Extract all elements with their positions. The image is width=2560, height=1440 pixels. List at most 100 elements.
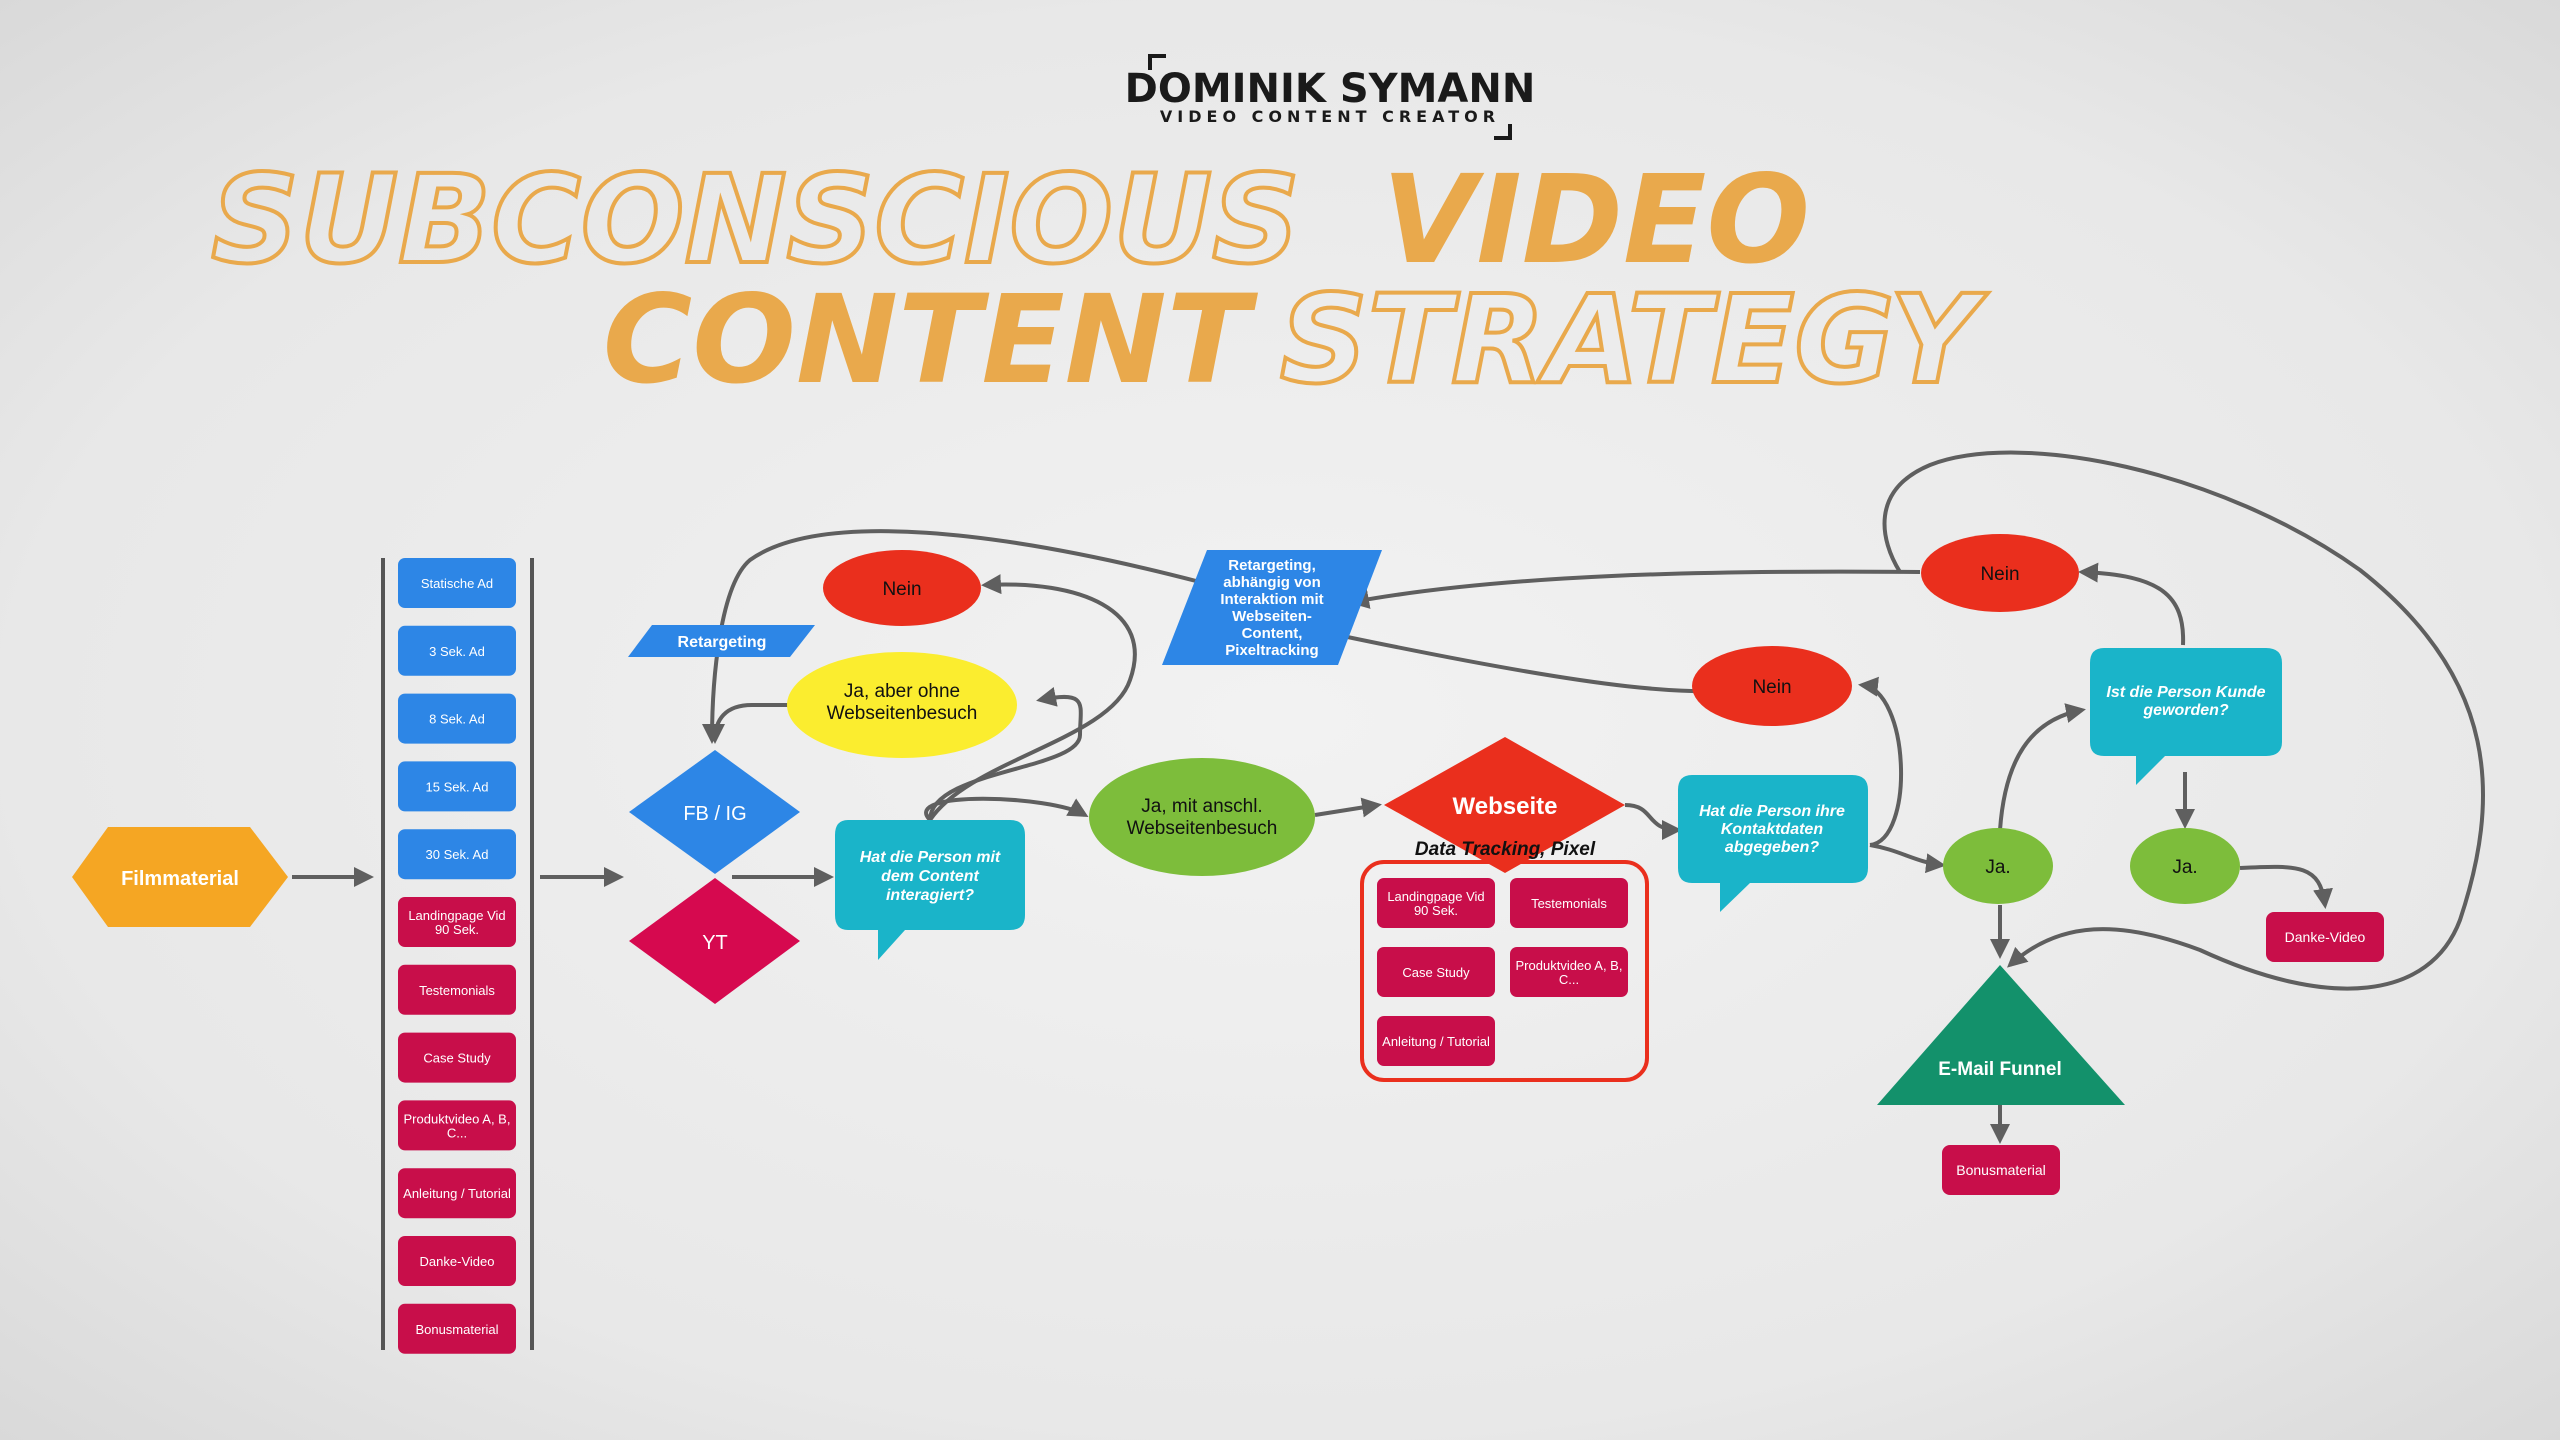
ad-item-magenta-4-label: Anleitung / Tutorial	[403, 1186, 511, 1201]
ad-item-magenta-2-shape	[398, 1032, 516, 1083]
brand-logo: DOMINIK SYMANN VIDEO CONTENT CREATOR	[1125, 54, 1535, 140]
ad-item-blue-0-label: Statische Ad	[421, 576, 493, 591]
filmmaterial-shape	[72, 827, 288, 927]
ad-item-magenta-3-label: C...	[447, 1125, 467, 1140]
webseite-item-0-label: Landingpage Vid	[1387, 889, 1484, 904]
ad-item-blue-1-shape	[398, 625, 516, 676]
ad-item-magenta-5-label: Danke-Video	[420, 1254, 495, 1269]
interagiert-question-node[interactable]: Hat die Person mit dem Content interagie…	[835, 820, 1025, 960]
data-tracking-label: Data Tracking, Pixel	[1415, 839, 1596, 860]
webseite-shape	[1384, 737, 1625, 873]
ja-ohne-line2: Webseitenbesuch	[827, 703, 978, 724]
fbig-label: FB / IG	[683, 803, 746, 825]
interagiert-shape	[835, 820, 1025, 960]
arrow-ja-to-danke	[2239, 864, 2333, 909]
title-word-subconscious: SUBCONSCIOUS	[211, 149, 1300, 291]
retargeting-big-line4: Webseiten-	[1232, 608, 1312, 625]
ad-item-blue-4[interactable]: 30 Sek. Ad	[398, 829, 516, 880]
kontaktdaten-shape	[1678, 775, 1868, 912]
webseite-item-4-shape	[1377, 1016, 1495, 1066]
ad-item-magenta-6-label: Bonusmaterial	[415, 1322, 498, 1337]
title-word-strategy: STRATEGY	[1280, 269, 1989, 411]
retargeting-big-shape	[1162, 550, 1382, 665]
ad-item-magenta-5[interactable]: Danke-Video	[398, 1236, 516, 1286]
nein-middle-node[interactable]: Nein	[1692, 646, 1852, 726]
nein-top-left-node[interactable]: Nein	[823, 550, 981, 626]
webseite-item-1[interactable]: Testemonials	[1510, 878, 1628, 928]
ad-item-blue-1[interactable]: 3 Sek. Ad	[398, 625, 516, 676]
ad-item-blue-0[interactable]: Statische Ad	[398, 558, 516, 608]
bonusmaterial-label: Bonusmaterial	[1956, 1162, 2046, 1178]
ad-item-magenta-3-shape	[398, 1100, 516, 1151]
ad-item-blue-0-shape	[398, 558, 516, 608]
retargeting-small-node[interactable]: Retargeting	[628, 625, 815, 657]
ad-item-list: Statische Ad 3 Sek. Ad 8 Sek. Ad 15 Sek. Ad…	[398, 558, 516, 1354]
ad-item-blue-3[interactable]: 15 Sek. Ad	[398, 761, 516, 812]
fbig-shape	[629, 750, 800, 874]
nein-right-node[interactable]: Nein	[1921, 534, 2079, 612]
bonusmaterial-node[interactable]: Bonusmaterial	[1942, 1145, 2060, 1195]
retargeting-big-line2: abhängig von	[1223, 574, 1321, 591]
webseite-item-0-label: 90 Sek.	[1414, 903, 1458, 918]
arrow-nein-right-to-retargeting	[1349, 569, 1921, 609]
ad-item-magenta-1[interactable]: Testemonials	[398, 964, 516, 1015]
ad-item-magenta-6[interactable]: Bonusmaterial	[398, 1303, 516, 1354]
ad-item-blue-3-shape	[398, 761, 516, 812]
ad-item-magenta-0-label: Landingpage Vid	[408, 908, 505, 923]
retargeting-big-line3: Interaktion mit	[1220, 591, 1323, 608]
ja-ohne-node[interactable]: Ja, aber ohne Webseitenbesuch	[787, 652, 1017, 758]
kontaktdaten-line3: abgegeben?	[1725, 839, 1819, 856]
yt-label: YT	[702, 932, 728, 954]
webseite-item-4[interactable]: Anleitung / Tutorial	[1377, 1016, 1495, 1066]
yt-shape	[629, 878, 800, 1004]
arrow-ja-ohne-to-fbig	[705, 703, 790, 744]
connectors	[292, 450, 2485, 1144]
ja-kontakt-label: Ja.	[1985, 857, 2010, 878]
email-funnel-node[interactable]: E-Mail Funnel	[1877, 965, 2125, 1105]
interagiert-line3: interagiert?	[886, 887, 974, 904]
webseite-item-0-shape	[1377, 878, 1495, 928]
arrow-kunde-to-nein	[2078, 562, 2186, 646]
ad-item-magenta-4[interactable]: Anleitung / Tutorial	[398, 1168, 516, 1219]
ad-item-blue-4-label: 30 Sek. Ad	[426, 847, 489, 862]
webseite-item-3[interactable]: Produktvideo A, B,C...	[1510, 947, 1628, 997]
interagiert-line2: dem Content	[881, 868, 979, 885]
retargeting-small-shape	[628, 625, 815, 657]
nein-right-label: Nein	[1980, 564, 2019, 585]
ja-kontakt-shape	[1943, 828, 2053, 904]
webseite-node[interactable]: Webseite	[1384, 737, 1625, 873]
filmmaterial-node[interactable]: Filmmaterial	[72, 827, 288, 927]
kunde-question-node[interactable]: Ist die Person Kunde geworden?	[2090, 648, 2282, 785]
ja-ohne-line1: Ja, aber ohne	[844, 681, 960, 702]
yt-node[interactable]: YT	[629, 878, 800, 1004]
danke-video-node[interactable]: Danke-Video	[2266, 912, 2384, 962]
webseite-item-4-label: Anleitung / Tutorial	[1382, 1034, 1490, 1049]
ad-item-magenta-5-shape	[398, 1236, 516, 1286]
ja-mit-line2: Webseitenbesuch	[1127, 818, 1278, 839]
retargeting-big-line5: Content,	[1242, 625, 1303, 642]
kontaktdaten-question-node[interactable]: Hat die Person ihre Kontaktdaten abgegeb…	[1678, 775, 1868, 912]
title-word-video: VIDEO	[1382, 149, 1810, 291]
ad-item-magenta-2[interactable]: Case Study	[398, 1032, 516, 1083]
webseite-item-2[interactable]: Case Study	[1377, 947, 1495, 997]
ja-mit-node[interactable]: Ja, mit anschl. Webseitenbesuch	[1089, 758, 1315, 876]
ad-item-blue-2[interactable]: 8 Sek. Ad	[398, 693, 516, 744]
ad-item-magenta-3[interactable]: Produktvideo A, B,C...	[398, 1100, 516, 1151]
fbig-node[interactable]: FB / IG	[629, 750, 800, 874]
retargeting-big-node[interactable]: Retargeting, abhängig von Interaktion mi…	[1162, 550, 1382, 665]
ja-kunde-shape	[2130, 828, 2240, 904]
ad-item-magenta-0-label: 90 Sek.	[435, 922, 479, 937]
ja-kontakt-node[interactable]: Ja.	[1943, 828, 2053, 904]
nein-right-shape	[1921, 534, 2079, 612]
webseite-item-3-shape	[1510, 947, 1628, 997]
ja-kunde-node[interactable]: Ja.	[2130, 828, 2240, 904]
ad-item-blue-2-label: 8 Sek. Ad	[429, 712, 485, 727]
retargeting-big-line6: Pixeltracking	[1225, 642, 1318, 659]
email-funnel-label: E-Mail Funnel	[1938, 1059, 2062, 1080]
